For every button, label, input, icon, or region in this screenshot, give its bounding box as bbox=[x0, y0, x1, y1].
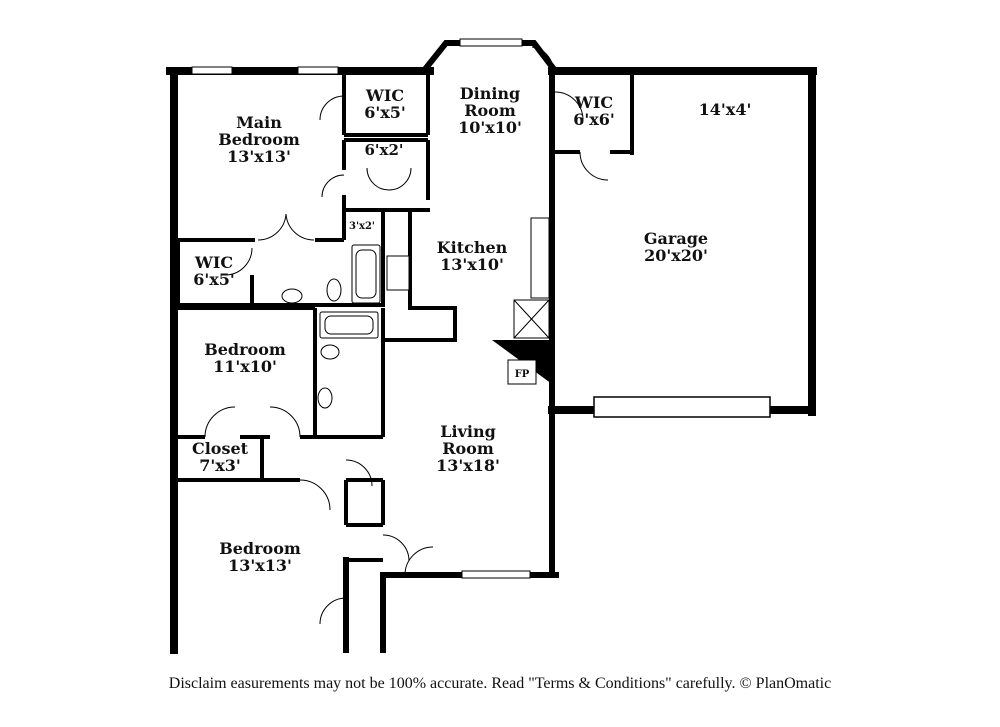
wic-main-name: WIC bbox=[365, 86, 404, 105]
wic-garage-name: WIC bbox=[574, 93, 613, 112]
dining-name-line1: Dining bbox=[460, 84, 520, 103]
closet-6x2-dims: 6'x2' bbox=[364, 141, 403, 159]
room-bedroom-1: Bedroom 11'x10' bbox=[204, 340, 286, 376]
wic-garage-dims: 6'x6' bbox=[573, 110, 615, 129]
door-swings bbox=[204, 46, 609, 625]
room-living: Living Room 13'x18' bbox=[436, 422, 500, 475]
storage-dims: 14'x4' bbox=[699, 100, 752, 119]
room-wic-garage: WIC 6'x6' bbox=[573, 93, 615, 129]
closet-7x3-dims: 7'x3' bbox=[199, 456, 241, 475]
wic-main-dims: 6'x5' bbox=[364, 103, 406, 122]
garage-name: Garage bbox=[644, 229, 708, 248]
closet-3x2-dims: 3'x2' bbox=[349, 221, 375, 232]
room-wic-main: WIC 6'x5' bbox=[364, 86, 406, 122]
main-bedroom-name-line1: Main bbox=[236, 113, 282, 132]
living-dims: 13'x18' bbox=[436, 456, 500, 475]
room-main-bedroom: Main Bedroom 13'x13' bbox=[218, 113, 300, 166]
room-closet-3x2: 3'x2' bbox=[349, 221, 375, 232]
wic-left-name: WIC bbox=[194, 253, 233, 272]
bedroom-1-name: Bedroom bbox=[204, 340, 286, 359]
living-name-line2: Room bbox=[442, 439, 494, 458]
dining-name-line2: Room bbox=[464, 101, 516, 120]
disclaimer-text: Disclaim easurements may not be 100% acc… bbox=[168, 675, 832, 692]
interior-walls bbox=[174, 71, 634, 562]
room-dining: Dining Room 10'x10' bbox=[458, 84, 522, 137]
room-garage: Garage 20'x20' bbox=[644, 229, 708, 265]
living-name-line1: Living bbox=[440, 422, 496, 441]
room-kitchen: Kitchen 13'x10' bbox=[437, 238, 508, 274]
room-fireplace: FP bbox=[515, 369, 530, 380]
bedroom-1-dims: 11'x10' bbox=[213, 357, 277, 376]
dining-dims: 10'x10' bbox=[458, 118, 522, 137]
wic-left-dims: 6'x5' bbox=[193, 270, 235, 289]
room-storage: 14'x4' bbox=[699, 100, 752, 119]
garage-door bbox=[593, 396, 771, 418]
windows bbox=[191, 38, 531, 579]
room-closet-6x2: 6'x2' bbox=[364, 141, 403, 159]
fireplace-label: FP bbox=[515, 369, 530, 380]
bedroom-2-dims: 13'x13' bbox=[228, 556, 292, 575]
fixtures bbox=[281, 217, 550, 409]
room-bedroom-2: Bedroom 13'x13' bbox=[219, 539, 301, 575]
fireplace-symbol bbox=[492, 340, 552, 385]
bedroom-2-name: Bedroom bbox=[219, 539, 301, 558]
garage-dims: 20'x20' bbox=[644, 246, 708, 265]
room-wic-left: WIC 6'x5' bbox=[193, 253, 235, 289]
kitchen-dims: 13'x10' bbox=[440, 255, 504, 274]
main-bedroom-name-line2: Bedroom bbox=[218, 130, 300, 149]
room-closet-7x3: Closet 7'x3' bbox=[192, 439, 249, 475]
main-bedroom-dims: 13'x13' bbox=[227, 147, 291, 166]
kitchen-name: Kitchen bbox=[437, 238, 508, 257]
closet-7x3-name: Closet bbox=[192, 439, 249, 458]
